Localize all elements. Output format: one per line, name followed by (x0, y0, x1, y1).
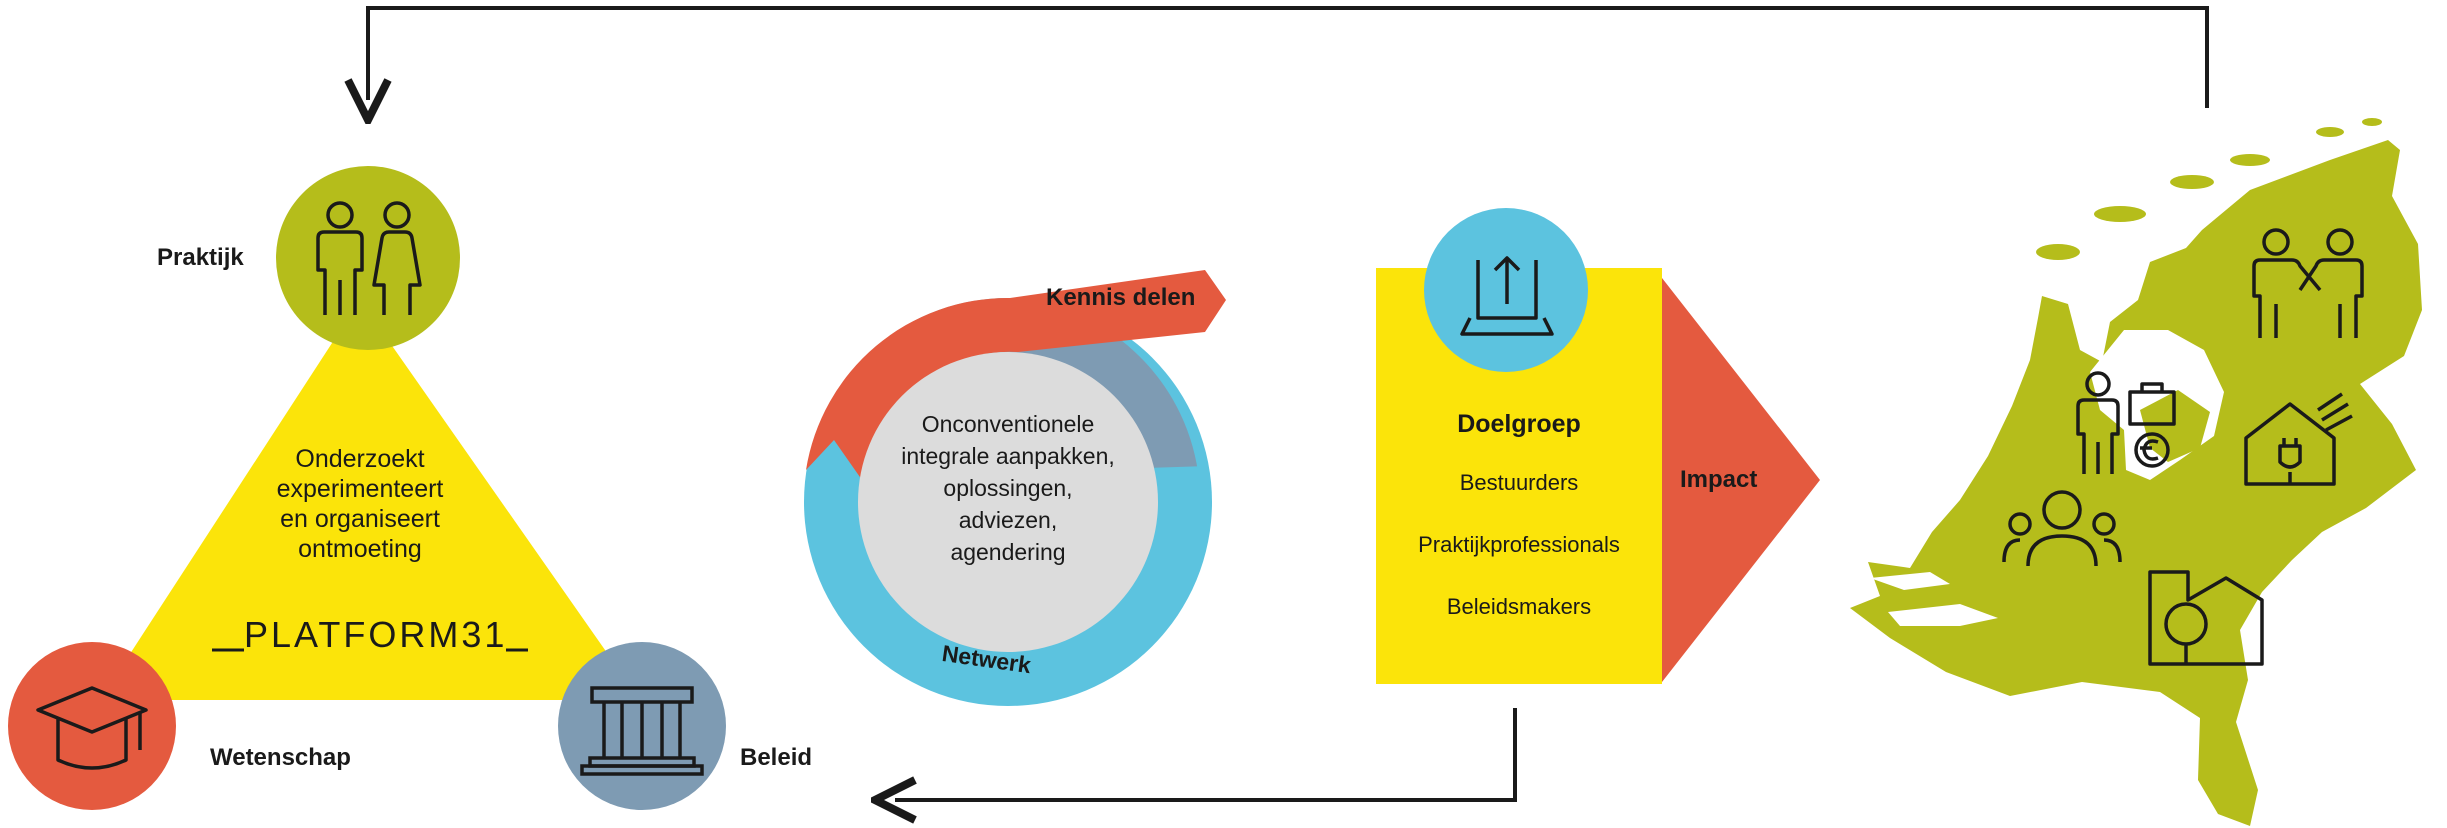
laptop-upload-icon (1460, 256, 1554, 336)
triangle-line-1: Onderzoekt (295, 445, 425, 473)
cycle-line-1: Onconventionele (921, 411, 1095, 437)
government-building-icon (580, 686, 704, 776)
graduation-cap-icon (36, 686, 148, 770)
doelgroep-item-praktijkprofessionals: Praktijkprofessionals (1418, 532, 1620, 557)
platform31-logo: PLATFORM31 (244, 614, 508, 655)
wetenschap-node (8, 642, 176, 810)
two-people-icon (316, 201, 422, 315)
flevoland-polder (2140, 390, 2210, 462)
cycle-arrow-blue-tip (1146, 466, 1208, 512)
zeeland-water (1870, 572, 1998, 626)
doelgroep-item-bestuurders: Bestuurders (1459, 470, 1579, 495)
bottom-feedback-arrow (895, 708, 1517, 800)
impact-label: Impact (1680, 466, 1758, 493)
wadden-islands (2036, 118, 2382, 260)
impact-arrow (1662, 278, 1820, 682)
cycle-line-3: oplossingen, (943, 475, 1073, 501)
beleid-label: Beleid (740, 744, 813, 771)
cycle-center-disc (858, 352, 1158, 652)
cycle-line-5: agendering (950, 539, 1066, 565)
platform31-triangle (100, 300, 640, 700)
triangle-line-4: ontmoeting (298, 535, 422, 563)
top-feedback-arrow (368, 6, 2209, 108)
triangle-line-2: experimenteert (276, 475, 444, 503)
praktijk-node (276, 166, 460, 350)
praktijk-label: Praktijk (157, 244, 244, 271)
house-with-tree-icon (2148, 570, 2264, 666)
wetenschap-label: Wetenschap (210, 744, 351, 771)
cycle-center-text: Onconventionele integrale aanpakken, opl… (878, 408, 1138, 568)
sustainable-house-icon (2244, 392, 2353, 486)
netherlands-map (1850, 140, 2422, 826)
kennis-delen-label: Kennis delen (1046, 284, 1196, 311)
cycle-arrow-red (806, 270, 1226, 480)
doelgroep-item-beleidsmakers: Beleidsmakers (1446, 594, 1592, 619)
community-group-icon (2002, 490, 2122, 567)
worker-with-briefcase-euro-icon (2076, 371, 2176, 474)
cycle-line-2: integrale aanpakken, (901, 443, 1115, 469)
triangle-line-3: en organiseert (280, 505, 440, 533)
triangle-description: Onderzoekt experimenteert en organiseert… (260, 444, 460, 564)
people-holding-hands-icon (2252, 228, 2364, 338)
doelgroep-title: Doelgroep (1457, 410, 1581, 438)
cycle-line-4: adviezen, (958, 507, 1058, 533)
